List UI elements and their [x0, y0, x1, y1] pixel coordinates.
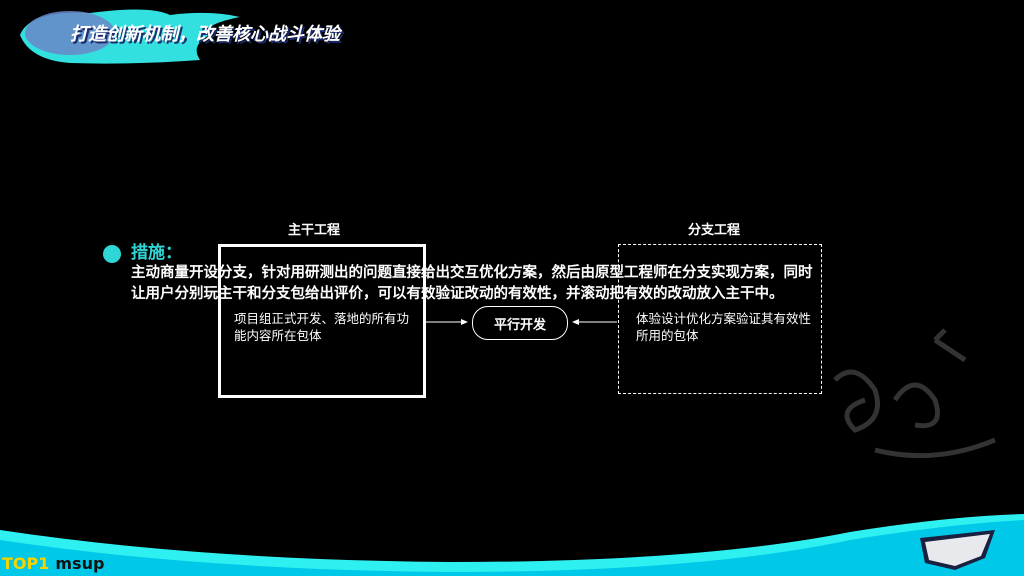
- measure-text-line: 让用户分别玩主干和分支包给出评价，可以有效验证改动的有效性，并滚动把有效的改动放…: [131, 286, 784, 302]
- measure-text-line: 主动商量开设分支，针对用研测出的问题直接给出交互优化方案，然后由原型工程师在分支…: [131, 265, 813, 281]
- smiley-face-icon: [103, 245, 121, 263]
- graffiti-decoration: [833, 328, 996, 459]
- branch-label: 分支工程: [688, 223, 741, 238]
- page-title: 打造创新机制，改善核心战斗体验: [70, 24, 340, 45]
- measure-heading: 措施：: [131, 243, 182, 263]
- arrow-left-head: [572, 319, 579, 325]
- trunk-description: 项目组正式开发、落地的所有功能内容所在包体: [234, 311, 410, 343]
- parallel-dev-node: 平行开发: [472, 306, 568, 340]
- footer-wave: [0, 514, 1024, 576]
- trunk-box: [218, 244, 426, 398]
- trunk-label: 主干工程: [288, 223, 341, 238]
- game-logo: [920, 530, 995, 570]
- branch-description: 体验设计优化方案验证其有效性所用的包体: [636, 311, 812, 343]
- arrow-right-head: [461, 319, 468, 325]
- banner-decoration: [20, 9, 240, 64]
- branch-box: [618, 244, 822, 394]
